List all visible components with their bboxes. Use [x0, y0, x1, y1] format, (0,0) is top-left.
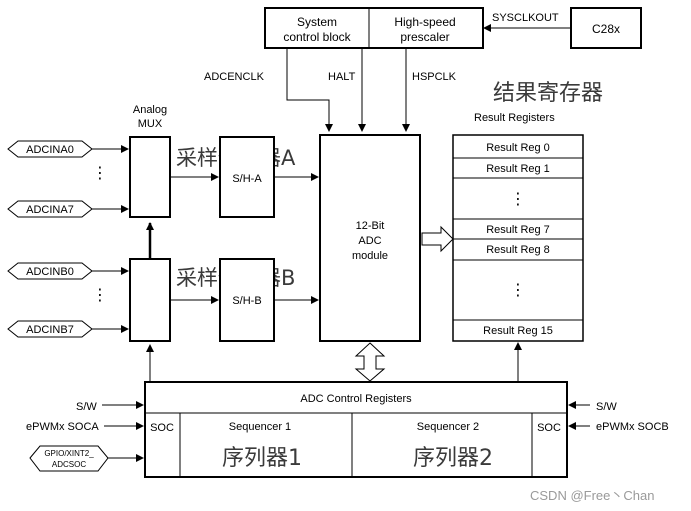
result-registers-cn-annotation: 结果寄存器 — [493, 81, 603, 106]
svg-text:ADCINA7: ADCINA7 — [26, 204, 74, 216]
adc-label-2: ADC — [358, 235, 381, 247]
sequencer-2-cn-annotation: 序列器2 — [413, 446, 493, 471]
soc-right-label: SOC — [537, 422, 561, 434]
sequencer-2-label: Sequencer 2 — [417, 421, 479, 433]
adcinb7-input: ADCINB7 — [7, 320, 93, 338]
adcenclk-line — [286, 48, 333, 132]
analog-mux-label-2: MUX — [138, 118, 163, 130]
analog-mux-b — [129, 258, 171, 342]
ellipsis-results-2: ⋮ — [510, 282, 526, 299]
system-control-label-2: control block — [283, 30, 351, 44]
system-control-block: System control block High-speed prescale… — [264, 7, 484, 49]
adcinb0-input: ADCINB0 — [7, 262, 93, 280]
sw-right-label: S/W — [596, 401, 617, 413]
svg-text:GPIO/XINT2_: GPIO/XINT2_ — [44, 449, 94, 458]
epwm-socb-label: ePWMx SOCB — [596, 421, 669, 433]
result-registers-block — [452, 134, 584, 342]
adc-control-bidirectional-arrow — [354, 342, 386, 382]
svg-text:ADCINB0: ADCINB0 — [26, 266, 74, 278]
analog-mux-a — [129, 136, 171, 218]
result-reg-15: Result Reg 15 — [483, 325, 553, 337]
ellipsis-results-1: ⋮ — [510, 191, 526, 208]
system-control-label-1: System — [297, 15, 337, 29]
adc-control-registers — [144, 381, 568, 478]
adcina0-input: ADCINA0 — [7, 140, 93, 158]
result-registers-title: Result Registers — [474, 112, 555, 124]
adc-to-results-arrow — [421, 225, 454, 253]
result-reg-7: Result Reg 7 — [486, 224, 550, 236]
sample-hold-a-label: S/H-A — [232, 173, 262, 185]
sysclkout-label: SYSCLKOUT — [492, 12, 559, 24]
c28x-block: C28x — [570, 7, 642, 49]
hspclk-label: HSPCLK — [412, 71, 457, 83]
sw-left-label: S/W — [76, 401, 97, 413]
analog-mux-label-1: Analog — [133, 104, 167, 116]
watermark: CSDN @Free丶Chan — [530, 488, 654, 503]
result-reg-8: Result Reg 8 — [486, 244, 550, 256]
ellipsis-a: ⋮ — [92, 165, 108, 182]
adcina7-input: ADCINA7 — [7, 200, 93, 218]
result-reg-0: Result Reg 0 — [486, 142, 550, 154]
epwm-soca-label: ePWMx SOCA — [26, 421, 99, 433]
adc-label-3: module — [352, 250, 388, 262]
control-registers-label: ADC Control Registers — [300, 393, 412, 405]
adc-label-1: 12-Bit — [356, 220, 385, 232]
soc-left-label: SOC — [150, 422, 174, 434]
prescaler-label-2: prescaler — [400, 30, 449, 44]
sequencer-1-label: Sequencer 1 — [229, 421, 291, 433]
sequencer-1-cn-annotation: 序列器1 — [222, 446, 302, 471]
sample-hold-b-label: S/H-B — [232, 295, 261, 307]
svg-text:ADCSOC: ADCSOC — [52, 460, 86, 469]
c28x-label: C28x — [592, 22, 620, 36]
adc-module — [319, 134, 421, 342]
halt-label: HALT — [328, 71, 356, 83]
ellipsis-b: ⋮ — [92, 287, 108, 304]
gpio-xint2-adcsoc-input: GPIO/XINT2_ ADCSOC — [29, 445, 109, 472]
result-reg-1: Result Reg 1 — [486, 163, 550, 175]
svg-text:ADCINA0: ADCINA0 — [26, 144, 74, 156]
svg-text:ADCINB7: ADCINB7 — [26, 324, 74, 336]
prescaler-label-1: High-speed — [394, 15, 455, 29]
adcenclk-label: ADCENCLK — [204, 71, 265, 83]
